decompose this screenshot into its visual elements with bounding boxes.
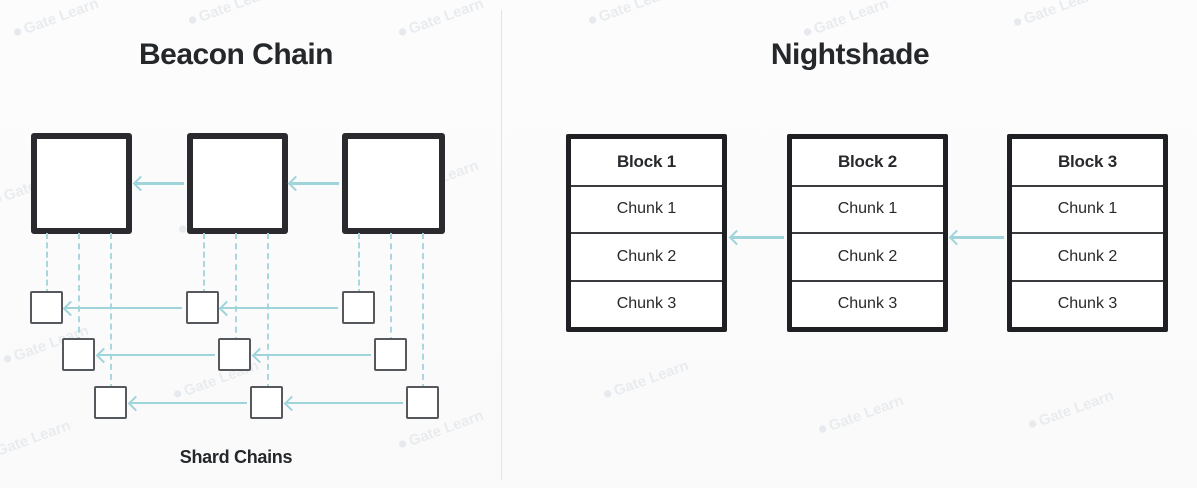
beacon-chain-arrow (136, 182, 184, 185)
dashed-connector (358, 233, 360, 295)
chunk-row: Chunk 3 (1012, 281, 1163, 327)
shard-box[interactable] (218, 338, 251, 371)
nightshade-block[interactable]: Block 2 Chunk 1 Chunk 2 Chunk 3 (787, 134, 948, 332)
nightshade-title: Nightshade (770, 38, 930, 71)
chunk-row: Chunk 1 (792, 186, 943, 234)
nightshade-arrow (732, 236, 784, 239)
dashed-connector (422, 233, 424, 390)
watermark: ●Gate Learn (9, 0, 102, 42)
dashed-connector (267, 233, 269, 390)
shard-box[interactable] (186, 291, 219, 324)
chunk-row: Chunk 1 (571, 186, 722, 234)
shard-box[interactable] (250, 386, 283, 419)
watermark: ●Gate Learn (814, 391, 907, 439)
shard-box[interactable] (94, 386, 127, 419)
shard-arrow (99, 354, 215, 356)
watermark: ●Gate Learn (584, 0, 677, 30)
chunk-row: Chunk 2 (1012, 234, 1163, 282)
watermark-logo-icon: ● (814, 417, 831, 439)
nightshade-block[interactable]: Block 1 Chunk 1 Chunk 2 Chunk 3 (566, 134, 727, 332)
nightshade-arrow (952, 236, 1004, 239)
watermark: ●Gate Learn (599, 356, 692, 404)
nightshade-block[interactable]: Block 3 Chunk 1 Chunk 2 Chunk 3 (1007, 134, 1168, 332)
shard-box[interactable] (342, 291, 375, 324)
watermark: ●Gate Learn (1024, 386, 1117, 434)
chunk-row: Chunk 3 (571, 281, 722, 327)
chunk-row: Chunk 1 (1012, 186, 1163, 234)
dashed-connector (46, 233, 48, 295)
chunk-row: Chunk 2 (792, 234, 943, 282)
shard-box[interactable] (30, 291, 63, 324)
beacon-block[interactable] (187, 133, 288, 234)
chunk-row: Chunk 3 (792, 281, 943, 327)
watermark-logo-icon: ● (584, 8, 601, 30)
shard-arrow (66, 307, 182, 309)
dashed-connector (78, 233, 80, 343)
watermark-logo-icon: ● (1009, 10, 1026, 32)
shard-arrow (131, 402, 247, 404)
shard-arrow (222, 307, 338, 309)
block-header: Block 2 (792, 139, 943, 187)
watermark-logo-icon: ● (1024, 412, 1041, 434)
chunk-row: Chunk 2 (571, 234, 722, 282)
shard-chains-label: Shard Chains (179, 447, 293, 467)
dashed-connector (203, 233, 205, 295)
watermark-logo-icon: ● (0, 347, 16, 369)
watermark-logo-icon: ● (599, 382, 616, 404)
shard-arrow (255, 354, 371, 356)
shard-box[interactable] (62, 338, 95, 371)
dashed-connector (235, 233, 237, 343)
watermark: ●Gate Learn (394, 0, 487, 42)
watermark-logo-icon: ● (0, 187, 6, 209)
dashed-connector (390, 233, 392, 343)
watermark: ●Gate Learn (799, 0, 892, 42)
watermark-logo-icon: ● (184, 8, 201, 30)
dashed-connector (110, 233, 112, 390)
beacon-chain-arrow (291, 182, 339, 185)
watermark-logo-icon: ● (169, 382, 186, 404)
panel-divider (501, 10, 502, 480)
shard-arrow (287, 402, 403, 404)
watermark: ●Gate Learn (1009, 0, 1102, 32)
shard-box[interactable] (406, 386, 439, 419)
beacon-block[interactable] (31, 133, 132, 234)
shard-box[interactable] (374, 338, 407, 371)
block-header: Block 3 (1012, 139, 1163, 187)
block-header: Block 1 (571, 139, 722, 187)
beacon-chain-title: Beacon Chain (138, 38, 334, 71)
beacon-block[interactable] (342, 133, 445, 234)
watermark: ●Gate Learn (184, 0, 277, 30)
